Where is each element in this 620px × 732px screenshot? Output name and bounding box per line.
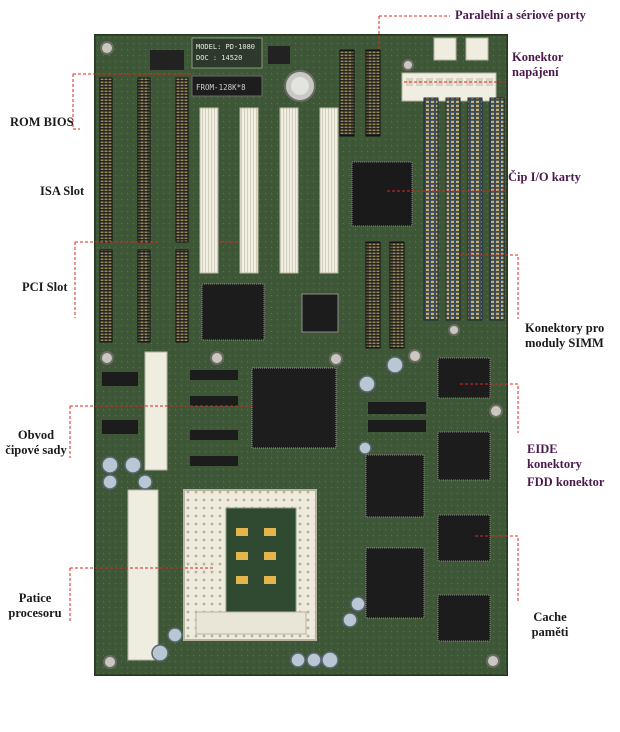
label-paralelni-porty: Paralelní a sériové porty <box>455 8 586 22</box>
label-pci-slot: PCI Slot <box>22 280 68 294</box>
label-fdd-konektor: FDD konektor <box>527 475 605 489</box>
power-connector <box>401 72 497 102</box>
isa-slots <box>99 77 189 343</box>
mounting-holes <box>100 41 503 669</box>
label-konektor-napajeni: Konektor napájení <box>512 50 563 80</box>
io-chip <box>351 161 413 227</box>
label-patice-line1: Patice <box>18 591 52 605</box>
label-patice-procesoru: Patice procesoru <box>4 591 66 621</box>
label-cache-pameti: Cache paměti <box>520 610 580 640</box>
label-konektor-napajeni-line2: napájení <box>512 65 559 79</box>
label-konektory-simm: Konektory pro moduly SIMM <box>525 321 604 351</box>
label-konektory-simm-line1: Konektory pro <box>525 321 605 335</box>
label-obvod-line2: čipové sady <box>5 443 67 457</box>
label-rom-bios: ROM BIOS <box>10 115 74 129</box>
bios-chip-text: FROM-128K*8 <box>196 83 246 92</box>
chipset-chip <box>251 367 337 449</box>
label-cache-line2: paměti <box>531 625 569 639</box>
pci-slots <box>199 107 339 274</box>
label-eide-line1: EIDE <box>527 442 558 456</box>
leader-lines <box>69 15 519 622</box>
board-model-text: MODEL: PD-1080 <box>196 43 255 51</box>
label-eide-line2: konektory <box>527 457 582 471</box>
board-doc-text: DOC : 14520 <box>196 54 242 62</box>
label-cip-io-karty: Čip I/O karty <box>508 170 581 184</box>
label-eide-konektory: EIDE konektory <box>527 442 582 472</box>
label-patice-line2: procesoru <box>8 606 62 620</box>
label-konektor-napajeni-line1: Konektor <box>512 50 564 64</box>
label-obvod-cipove-sady: Obvod čipové sady <box>5 428 67 458</box>
simm-slots <box>423 97 505 321</box>
capacitors <box>101 356 404 669</box>
label-isa-slot: ISA Slot <box>40 184 85 198</box>
label-konektory-simm-line2: moduly SIMM <box>525 336 604 350</box>
cache-chips <box>437 357 491 642</box>
ide-connector <box>144 351 168 471</box>
label-obvod-line1: Obvod <box>17 428 55 442</box>
label-cache-line1: Cache <box>533 610 567 624</box>
